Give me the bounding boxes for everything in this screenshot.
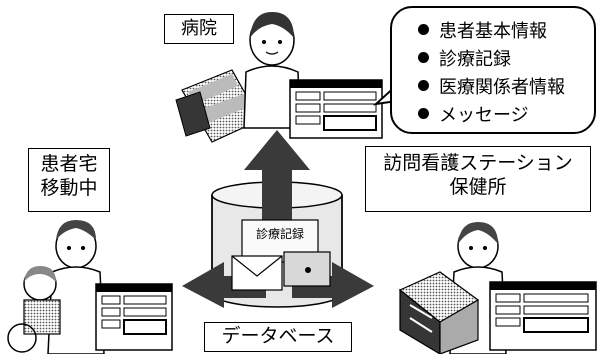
bullet-icon [418, 24, 429, 35]
info-item: 診療記録 [418, 46, 594, 74]
home-patient-figure [7, 266, 61, 353]
bullet-icon [418, 108, 429, 119]
bullet-icon [418, 80, 429, 91]
info-item-text: 医療関係者情報 [439, 77, 565, 98]
home-label-line1: 患者宅 [40, 153, 98, 175]
hospital-label: 病院 [164, 14, 234, 44]
hospital-building [175, 69, 261, 143]
info-item: メッセージ [418, 102, 594, 130]
info-callout: 患者基本情報 診療記録 医療関係者情報 メッセージ [390, 6, 596, 134]
database-label-text: データベース [221, 325, 335, 348]
home-label: 患者宅 移動中 [28, 148, 110, 212]
visiting-station-label-line1: 訪問看護ステーション [383, 152, 573, 174]
record-label-text: 診療記録 [256, 226, 304, 241]
info-item: 患者基本情報 [418, 18, 594, 46]
home-label-line2: 移動中 [40, 176, 98, 199]
station-computer-window [489, 281, 597, 351]
info-list: 患者基本情報 診療記録 医療関係者情報 メッセージ [418, 18, 594, 130]
bullet-icon [418, 52, 429, 63]
visiting-station-label-line2: 保健所 [449, 175, 507, 198]
document-folder [283, 251, 331, 287]
database-label: データベース [204, 322, 352, 352]
message-envelope [231, 255, 283, 291]
info-item-text: 診療記録 [439, 49, 511, 70]
hospital-nurse-figure [243, 12, 301, 129]
info-item-text: 患者基本情報 [439, 21, 547, 42]
info-item: 医療関係者情報 [418, 74, 594, 102]
visiting-station-label: 訪問看護ステーション 保健所 [365, 146, 591, 212]
home-nurse-figure [47, 220, 105, 354]
home-computer-window [95, 283, 173, 351]
info-item-text: メッセージ [439, 105, 529, 126]
hospital-computer-window [289, 79, 383, 139]
station-building [398, 271, 480, 354]
hospital-label-text: 病院 [181, 17, 217, 39]
